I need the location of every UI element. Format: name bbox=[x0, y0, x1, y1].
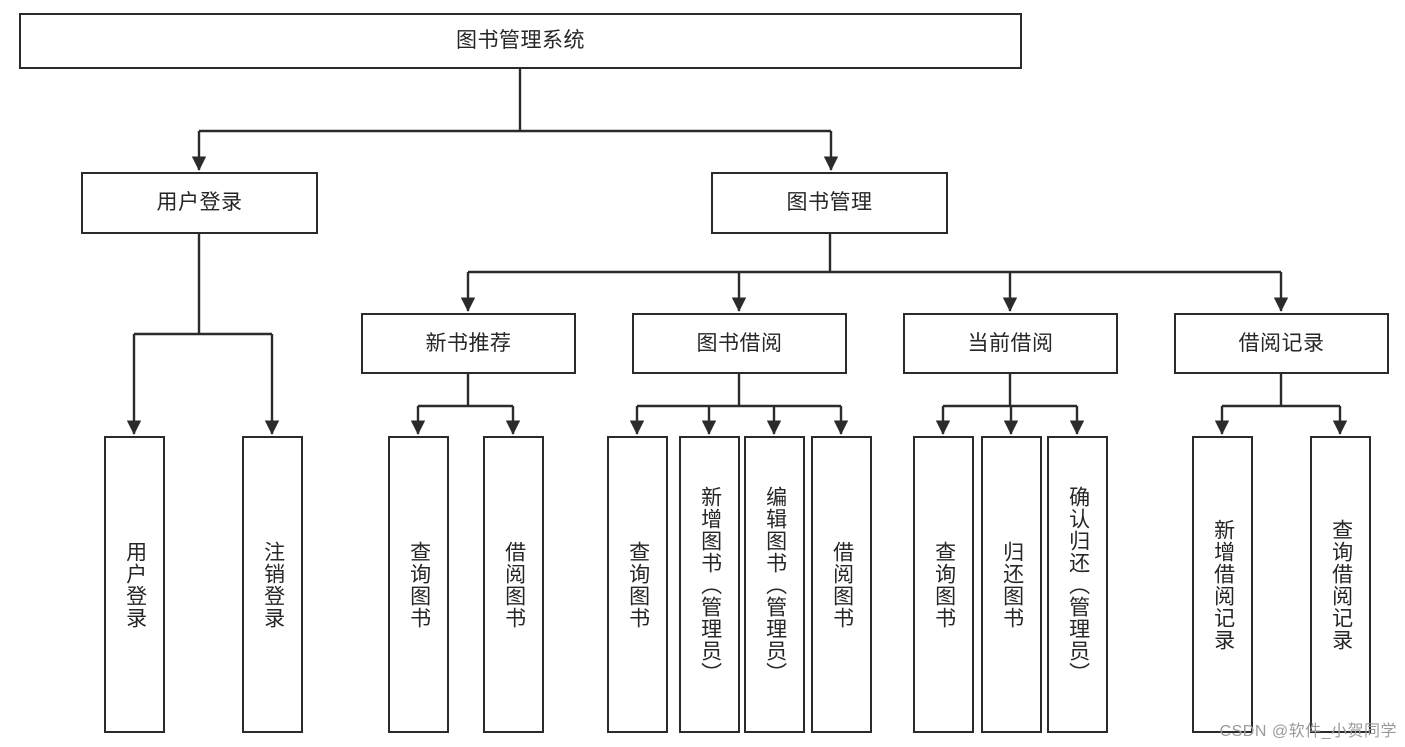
node-new-book-recommend[interactable]: 新书推荐 bbox=[361, 313, 576, 374]
node-leaf-return-book[interactable]: 归还图书 bbox=[981, 436, 1042, 733]
node-leaf-query-book-3-label: 查询图书 bbox=[932, 540, 956, 629]
node-borrow-record[interactable]: 借阅记录 bbox=[1174, 313, 1389, 374]
node-root[interactable]: 图书管理系统 bbox=[19, 13, 1022, 69]
node-leaf-add-record-label: 新增借阅记录 bbox=[1211, 518, 1235, 651]
node-leaf-edit-book-label: 编辑图书（管理员） bbox=[763, 485, 787, 684]
node-leaf-query-book-1-label: 查询图书 bbox=[407, 540, 431, 629]
node-leaf-query-book-2-label: 查询图书 bbox=[626, 540, 650, 629]
node-leaf-query-book-2[interactable]: 查询图书 bbox=[607, 436, 668, 733]
node-leaf-borrow-book-1[interactable]: 借阅图书 bbox=[483, 436, 544, 733]
node-user-login[interactable]: 用户登录 bbox=[81, 172, 318, 234]
node-leaf-return-book-label: 归还图书 bbox=[1000, 540, 1024, 629]
node-leaf-confirm-return[interactable]: 确认归还（管理员） bbox=[1047, 436, 1108, 733]
node-leaf-query-book-1[interactable]: 查询图书 bbox=[388, 436, 449, 733]
node-root-label: 图书管理系统 bbox=[456, 29, 585, 53]
node-leaf-logout-login-label: 注销登录 bbox=[261, 540, 285, 629]
node-leaf-logout-login[interactable]: 注销登录 bbox=[242, 436, 303, 733]
node-leaf-borrow-book-1-label: 借阅图书 bbox=[502, 540, 526, 629]
node-new-book-recommend-label: 新书推荐 bbox=[425, 331, 512, 355]
node-leaf-borrow-book-2-label: 借阅图书 bbox=[830, 540, 854, 629]
node-leaf-user-login[interactable]: 用户登录 bbox=[104, 436, 165, 733]
node-book-management[interactable]: 图书管理 bbox=[711, 172, 948, 234]
node-leaf-add-book[interactable]: 新增图书（管理员） bbox=[679, 436, 740, 733]
node-current-borrow-label: 当前借阅 bbox=[967, 331, 1054, 355]
node-book-management-label: 图书管理 bbox=[786, 191, 873, 215]
node-leaf-user-login-label: 用户登录 bbox=[123, 540, 147, 629]
node-leaf-query-record[interactable]: 查询借阅记录 bbox=[1310, 436, 1371, 733]
csdn-watermark: CSDN @软件_小贺同学 bbox=[1219, 723, 1397, 740]
node-leaf-add-record[interactable]: 新增借阅记录 bbox=[1192, 436, 1253, 733]
node-book-borrow-label: 图书借阅 bbox=[696, 331, 783, 355]
node-borrow-record-label: 借阅记录 bbox=[1238, 331, 1325, 355]
node-book-borrow[interactable]: 图书借阅 bbox=[632, 313, 847, 374]
node-leaf-confirm-return-label: 确认归还（管理员） bbox=[1066, 485, 1090, 684]
node-current-borrow[interactable]: 当前借阅 bbox=[903, 313, 1118, 374]
node-user-login-label: 用户登录 bbox=[156, 191, 243, 215]
node-leaf-query-book-3[interactable]: 查询图书 bbox=[913, 436, 974, 733]
node-leaf-add-book-label: 新增图书（管理员） bbox=[698, 485, 722, 684]
node-leaf-edit-book[interactable]: 编辑图书（管理员） bbox=[744, 436, 805, 733]
node-leaf-query-record-label: 查询借阅记录 bbox=[1329, 518, 1353, 651]
node-leaf-borrow-book-2[interactable]: 借阅图书 bbox=[811, 436, 872, 733]
